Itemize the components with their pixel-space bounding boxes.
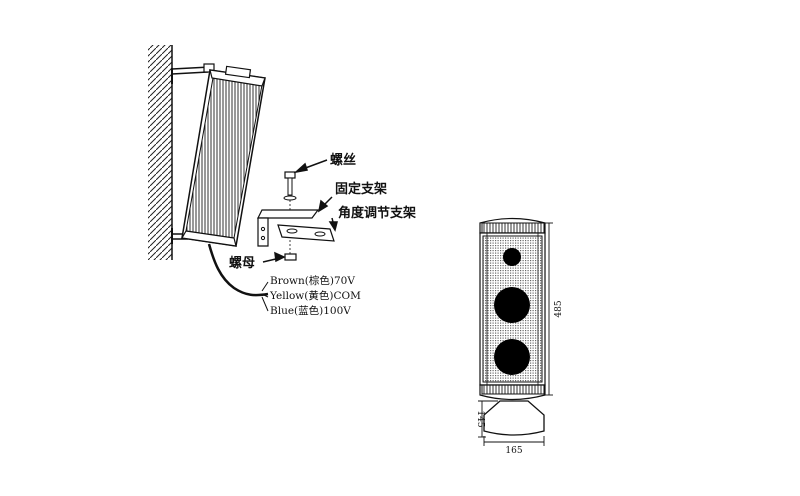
woofer-lower xyxy=(494,339,530,375)
wire-label-brown: Brown(棕色)70V xyxy=(270,274,355,287)
screw-part xyxy=(283,171,297,212)
leader-arrows xyxy=(262,159,338,263)
tweeter xyxy=(503,248,521,266)
wire-label-blue: Blue(蓝色)100V xyxy=(270,304,351,317)
angle-bracket-part xyxy=(277,224,335,242)
speaker-cable xyxy=(207,243,269,297)
speaker-top-view xyxy=(483,400,545,436)
depth-value: 145 xyxy=(475,410,485,427)
height-dimension xyxy=(544,222,553,396)
width-value: 165 xyxy=(505,446,522,456)
column-speaker xyxy=(181,65,266,247)
depth-dimension xyxy=(478,400,498,438)
height-value: 485 xyxy=(554,300,564,317)
width-dimension xyxy=(483,436,545,446)
label-nut: 螺母 xyxy=(229,255,255,271)
label-angle-bracket: 角度调节支架 xyxy=(338,205,416,221)
nut-part xyxy=(284,240,297,261)
speaker-front-view xyxy=(479,217,546,401)
label-screw: 螺丝 xyxy=(330,152,356,168)
wall xyxy=(148,45,173,260)
fixed-bracket-part xyxy=(257,209,320,247)
woofer-upper xyxy=(494,287,530,323)
wire-label-yellow: Yellow(黄色)COM xyxy=(269,289,361,302)
label-fixed-bracket: 固定支架 xyxy=(335,181,387,197)
